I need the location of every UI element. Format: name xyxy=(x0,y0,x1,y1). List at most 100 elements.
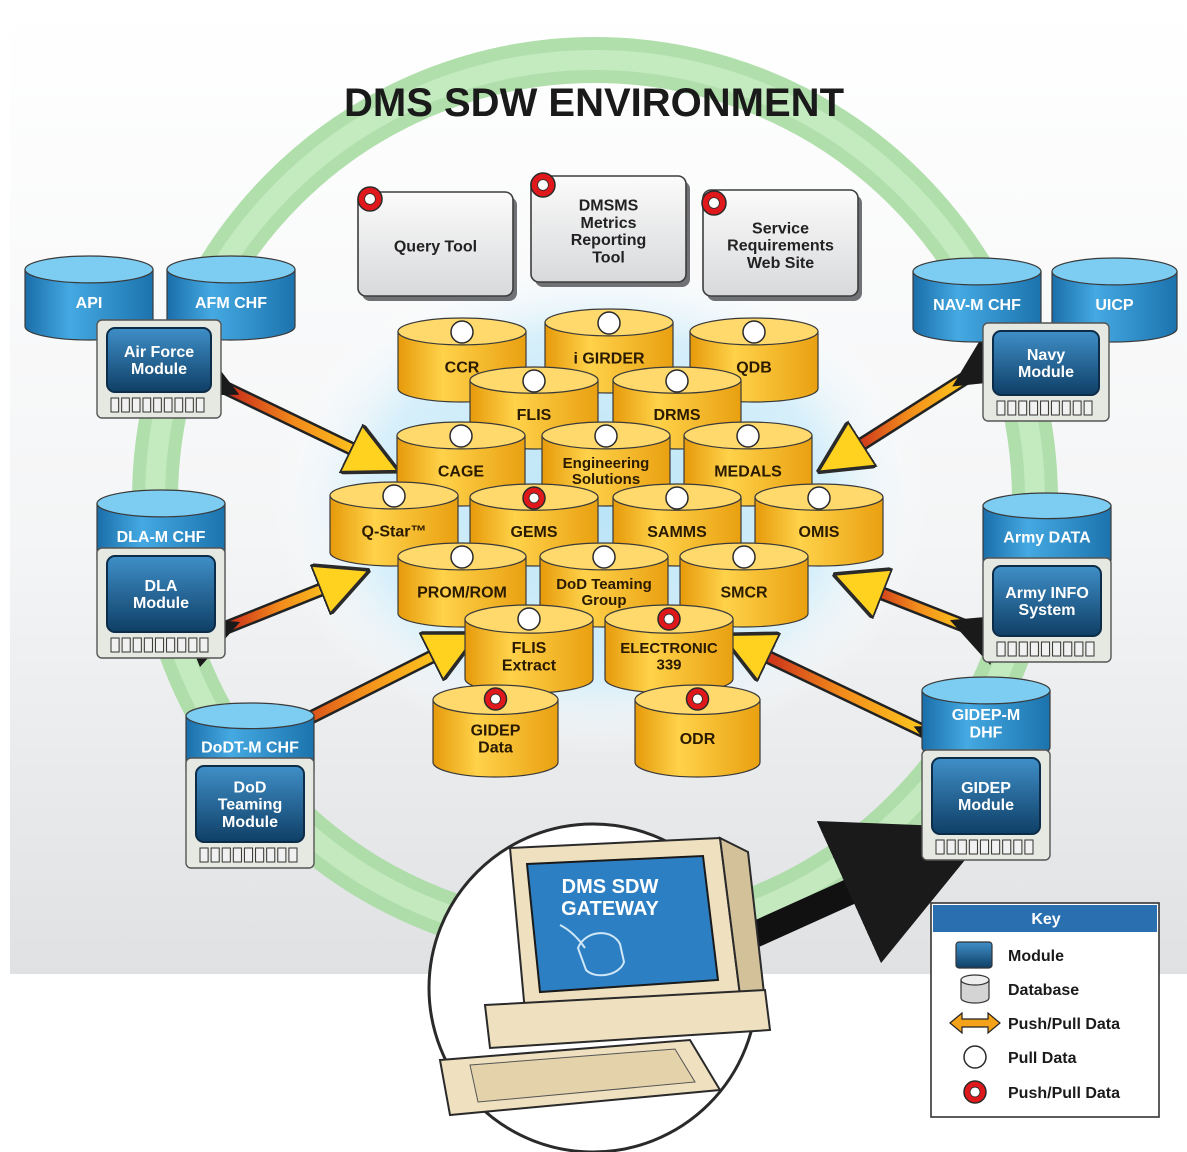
push-pull-data-marker xyxy=(701,190,727,216)
gateway-label-line: GATEWAY xyxy=(561,898,659,920)
database-icon xyxy=(960,979,990,1004)
connector-pins xyxy=(110,637,209,653)
pull-data-marker xyxy=(450,545,474,569)
navy-module-line: Module xyxy=(1018,364,1074,381)
mouse-icon xyxy=(559,924,626,977)
push-pull-data-marker xyxy=(530,172,556,198)
army-data-line: Army DATA xyxy=(1003,530,1091,547)
dla-module-line: DLA xyxy=(145,578,178,595)
army-data-database: Army DATA xyxy=(982,492,1112,574)
query-tool-box: Query Tool xyxy=(357,186,517,301)
pull-data-marker xyxy=(963,1045,987,1069)
dod-teaming-module-line: Module xyxy=(222,814,278,831)
dla-module-line: Module xyxy=(133,595,189,612)
dmsms-metrics-reporting-tool-line: Metrics xyxy=(580,215,636,232)
dod-teaming-group-line: DoD Teaming xyxy=(556,576,652,593)
igirder-line: i GIRDER xyxy=(573,350,645,367)
pull-data-marker xyxy=(732,545,756,569)
drms-line: DRMS xyxy=(653,407,700,424)
dmsms-metrics-reporting-tool-line: Reporting xyxy=(571,232,647,249)
qdb-line: QDB xyxy=(736,359,772,376)
samms-line: SAMMS xyxy=(647,524,707,541)
pull-data-marker xyxy=(665,369,689,393)
dmsms-metrics-reporting-tool-line: DMSMS xyxy=(579,198,639,215)
connector-pins xyxy=(996,400,1093,416)
prom-rom-line: PROM/ROM xyxy=(417,584,507,601)
key-item-label: Pull Data xyxy=(1008,1050,1077,1067)
gidep-data-line: GIDEP xyxy=(471,722,521,739)
push-pull-arrow xyxy=(745,646,938,738)
push-pull-arrow-icon xyxy=(949,1011,1001,1035)
ccr-line: CCR xyxy=(445,359,480,376)
key-title: Key xyxy=(1031,911,1060,928)
push-pull-data-marker xyxy=(357,186,383,212)
dod-teaming-module-line: DoD xyxy=(234,779,267,796)
flis-extract-line: Extract xyxy=(502,657,557,674)
key-item-database: Database xyxy=(960,974,1079,1004)
diagram-title: DMS SDW ENVIRONMENT xyxy=(344,81,844,125)
cage-line: CAGE xyxy=(438,463,485,480)
flis-extract-line: FLIS xyxy=(512,640,547,657)
air-force-module-line: Air Force xyxy=(124,344,194,361)
dodt-m-chf-line: DoDT-M CHF xyxy=(201,740,299,757)
pull-data-marker xyxy=(449,424,473,448)
api-line: API xyxy=(76,295,103,312)
push-pull-arrow xyxy=(858,584,975,630)
key-item-label: Push/Pull Data xyxy=(1008,1085,1120,1102)
nav-m-chf-line: NAV-M CHF xyxy=(933,297,1021,314)
pull-data-marker xyxy=(736,424,760,448)
pull-data-marker xyxy=(382,484,406,508)
uicp-line: UICP xyxy=(1095,297,1134,314)
push-pull-data-marker xyxy=(685,687,710,711)
push-pull-arrow xyxy=(840,372,975,458)
odr-database: ODR xyxy=(634,684,761,778)
push-pull-data-marker xyxy=(657,607,681,631)
electronic-339-line: 339 xyxy=(656,656,681,673)
dmsms-metrics-reporting-tool-line: Tool xyxy=(592,250,625,267)
service-requirements-web-site-line: Requirements xyxy=(727,238,834,255)
navy-module-line: Navy xyxy=(1027,347,1065,364)
dla-m-chf-line: DLA-M CHF xyxy=(117,529,206,546)
push-pull-data-marker xyxy=(483,687,508,711)
pull-data-marker xyxy=(597,311,621,335)
gidep-m-dhf-line: GIDEP-M xyxy=(952,707,1020,724)
service-requirements-web-site-line: Service xyxy=(752,220,809,237)
pull-data-marker xyxy=(517,607,541,631)
gateway-screen xyxy=(525,854,720,994)
air-force-module-line: Module xyxy=(131,361,187,378)
medals-line: MEDALS xyxy=(714,463,782,480)
pull-data-marker xyxy=(450,320,474,344)
pull-data-marker xyxy=(665,486,689,510)
push-pull-arrow xyxy=(215,580,345,632)
push-pull-data-marker xyxy=(522,486,546,510)
pull-data-marker xyxy=(594,424,618,448)
smcr-line: SMCR xyxy=(720,584,768,601)
service-requirements-web-site-line: Web Site xyxy=(747,255,814,272)
module-icon xyxy=(955,941,993,969)
push-pull-arrow xyxy=(215,383,375,460)
gidep-data-line: Data xyxy=(478,740,513,757)
key-item-arrow: Push/Pull Data xyxy=(949,1011,1120,1035)
connector-pins xyxy=(935,839,1034,855)
pull-data-marker xyxy=(807,486,831,510)
electronic-339-line: ELECTRONIC xyxy=(620,640,718,657)
q-star-database: Q-Star™ xyxy=(329,481,459,567)
connector-pins xyxy=(199,847,298,863)
gidep-module-line: Module xyxy=(958,797,1014,814)
pull-data-marker xyxy=(592,545,616,569)
army-info-system-line: Army INFO xyxy=(1005,585,1089,602)
q-star-line: Q-Star™ xyxy=(362,523,427,540)
